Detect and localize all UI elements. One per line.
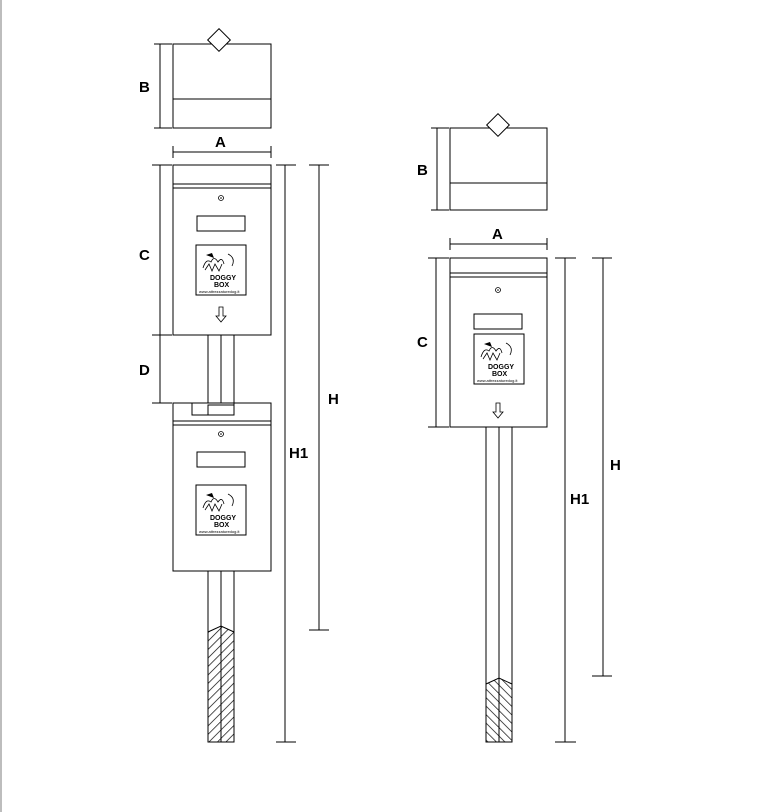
logo-line1: DOGGY (210, 515, 236, 522)
left-dim-h: H (309, 164, 339, 631)
right-dim-h1: H1 (555, 257, 589, 743)
right-dim-b: B (417, 127, 449, 211)
right-dim-h: H (592, 257, 621, 677)
logo-line2: BOX (214, 522, 230, 529)
left-dim-b: B (139, 43, 172, 129)
logo-mark: DOGGY BOX www.attrezzaturedog.it (199, 493, 240, 534)
right-unit: B A DOGGY BOX www.attrezz (417, 112, 621, 743)
logo-mark: DOGGY BOX www.attrezzaturedog.it (477, 342, 518, 383)
left-label-d: D (139, 362, 150, 379)
left-top-cap (172, 27, 272, 129)
left-post-lower (207, 571, 235, 743)
right-top-cap (449, 112, 548, 211)
left-dim-a: A (172, 134, 272, 158)
logo-url: www.attrezzaturedog.it (199, 529, 240, 534)
left-unit: B A DOGGY BOX www.attrezz (139, 27, 339, 743)
frame-edge (0, 0, 2, 812)
down-arrow-icon (492, 402, 504, 419)
left-dim-c: C (139, 164, 172, 336)
down-arrow-icon (215, 306, 227, 323)
left-label-c: C (139, 247, 150, 264)
right-dim-a: A (449, 226, 548, 250)
left-upper-box: DOGGY BOX www.attrezzaturedog.it (172, 164, 272, 336)
right-label-b: B (417, 162, 428, 179)
left-label-h1: H1 (289, 445, 308, 462)
left-dim-d: D (139, 335, 172, 404)
left-dim-h1: H1 (276, 164, 308, 743)
logo-line1: DOGGY (210, 275, 236, 282)
logo-url: www.attrezzaturedog.it (477, 378, 518, 383)
left-label-a: A (215, 134, 226, 151)
left-label-h: H (328, 391, 339, 408)
logo-line1: DOGGY (488, 364, 514, 371)
right-label-h1: H1 (570, 491, 589, 508)
logo-line2: BOX (492, 371, 508, 378)
left-lower-box: DOGGY BOX www.attrezzaturedog.it (172, 402, 272, 572)
logo-url: www.attrezzaturedog.it (199, 289, 240, 294)
right-post (485, 427, 513, 743)
right-box: DOGGY BOX www.attrezzaturedog.it (449, 257, 548, 428)
right-dim-c: C (417, 257, 449, 428)
right-label-c: C (417, 334, 428, 351)
left-post-mid (207, 335, 235, 403)
right-label-h: H (610, 457, 621, 474)
logo-line2: BOX (214, 282, 230, 289)
left-label-b: B (139, 79, 150, 96)
logo-mark: DOGGY BOX www.attrezzaturedog.it (199, 253, 240, 294)
right-label-a: A (492, 226, 503, 243)
